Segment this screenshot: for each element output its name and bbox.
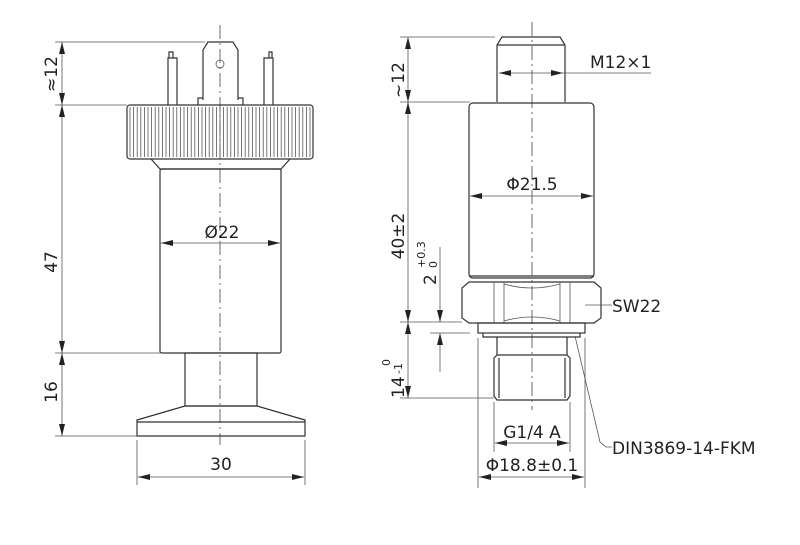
taper bbox=[150, 158, 291, 170]
hex-nut bbox=[461, 281, 602, 324]
dim-pin-height: ≈12 bbox=[42, 56, 62, 92]
neck bbox=[482, 333, 581, 355]
dim-right-body-height: 40±2 bbox=[389, 213, 409, 260]
left-body bbox=[159, 168, 282, 354]
dim-flange-width: 30 bbox=[210, 455, 232, 475]
dim-gap-tol-upper: +0.3 bbox=[415, 241, 428, 268]
dim-body-height: 47 bbox=[42, 251, 62, 273]
clamp-neck bbox=[184, 352, 258, 407]
dim-thread-tol-upper: 0 bbox=[380, 359, 393, 366]
dim-thread-tol-lower: -1 bbox=[392, 363, 405, 374]
dim-connector-thread: M12×1 bbox=[590, 53, 651, 73]
dim-gap: 2 bbox=[421, 274, 441, 285]
clamp-flange bbox=[136, 405, 306, 437]
left-vertical-dimensions bbox=[55, 41, 205, 437]
left-view-sensor: ≈12 47 16 Ø22 30 bbox=[42, 25, 314, 485]
dim-clamp-height: 16 bbox=[42, 381, 62, 403]
dim-seal-diameter: Φ18.8±0.1 bbox=[486, 456, 579, 476]
dim-right-body-diameter: Φ21.5 bbox=[506, 175, 557, 195]
seal-shoulder bbox=[477, 322, 586, 334]
seal-leader bbox=[574, 335, 612, 448]
dim-thread-length: 14 bbox=[389, 376, 409, 398]
hex-label: SW22 bbox=[612, 297, 661, 317]
dim-connector-height: ~12 bbox=[389, 62, 409, 98]
right-view-sensor: ~12 40±2 2 +0.3 0 14 0 -1 M12×1 Φ21.5 SW… bbox=[380, 22, 756, 488]
m12-connector bbox=[496, 36, 566, 102]
connector-pins bbox=[167, 41, 274, 105]
process-thread bbox=[493, 354, 571, 401]
dim-body-diameter: Ø22 bbox=[204, 223, 239, 243]
process-thread-label: G1/4 A bbox=[503, 423, 561, 443]
right-body bbox=[468, 102, 595, 279]
knurled-ring bbox=[126, 104, 314, 160]
dim-gap-tol-lower: 0 bbox=[427, 261, 440, 268]
seal-label: DIN3869-14-FKM bbox=[612, 439, 756, 459]
